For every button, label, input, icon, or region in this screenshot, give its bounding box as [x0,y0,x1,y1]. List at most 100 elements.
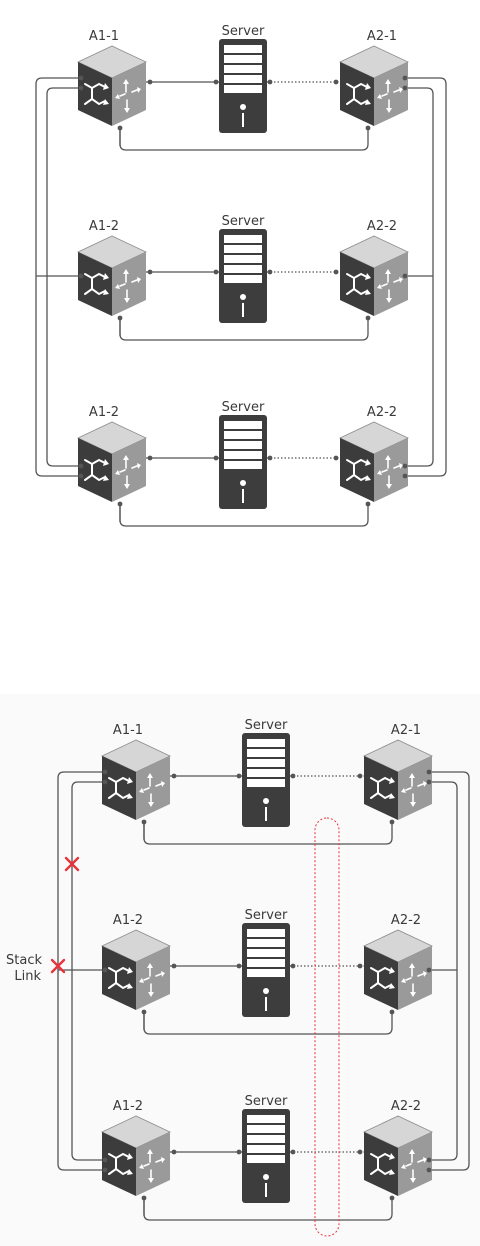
crossed-arrows-icon [346,82,371,106]
stack-link-left-outer [57,771,102,1171]
crossed-arrows-icon [108,776,133,800]
peer-link [119,126,369,151]
peer-link [143,1010,393,1035]
port-dot [402,273,408,279]
routing-arrows-icon [401,1149,427,1183]
port-dot [333,79,339,85]
server-power-led [263,1174,269,1180]
routing-arrows-icon [115,455,141,489]
switch-side-face [374,438,408,502]
server-slot [265,997,267,1011]
server-label: Server [245,1094,288,1109]
switch-icon [101,929,171,1010]
switch-side-face [112,438,146,502]
port-dot [102,1157,108,1163]
server-icon [219,229,267,323]
routing-arrows-icon [401,773,427,807]
port-dot [357,1149,363,1155]
port-dot [78,473,84,479]
port-dot [213,269,219,275]
server-drive-bay [224,245,262,253]
switch-icon [363,929,433,1010]
stack-link-label: Link [14,969,41,984]
switch-label: A1-2 [89,405,119,420]
port-dot [78,463,84,469]
switch-icon [101,1115,171,1196]
switch-icon [101,739,171,820]
stack-link-right-outer [432,771,470,1171]
stack-link-left-inner [46,87,78,467]
port-dot [117,315,123,321]
switch-side-face [112,62,146,126]
switch-label: A2-1 [367,29,397,44]
switch-front-face [102,946,136,1010]
switch-front-face [364,756,398,820]
server-drive-bay [247,769,285,777]
server-drive-bay [247,939,285,947]
switch-icon [339,45,409,126]
port-dot [236,1149,242,1155]
server-label: Server [222,400,265,415]
peer-link [143,820,393,845]
server-slot [242,303,244,317]
routing-arrows-icon [377,269,403,303]
switch-front-face [340,252,374,316]
switch-front-face [340,62,374,126]
switch-side-face [112,252,146,316]
port-dot [365,315,371,321]
port-dot [141,1195,147,1201]
switch-front-face [340,438,374,502]
server-icon [242,923,290,1017]
switch-front-face [102,1132,136,1196]
switch-side-face [398,1132,432,1196]
port-dot [117,125,123,131]
switch-label: A2-2 [391,1099,421,1114]
port-dot [236,963,242,969]
port-dot [78,75,84,81]
server-label: Server [222,214,265,229]
switch-front-face [78,252,112,316]
port-dot [290,1149,296,1155]
server-drive-bay [224,55,262,63]
stack-link-left-outer [35,77,78,477]
stack-link-right-outer [408,77,447,477]
switch-icon [339,421,409,502]
port-dot [213,79,219,85]
switch-icon [363,1115,433,1196]
port-dot [141,1009,147,1015]
server-drive-bay [247,959,285,967]
port-dot [267,269,273,275]
port-dot [333,269,339,275]
routing-arrows-icon [139,1149,165,1183]
server-power-led [240,104,246,110]
server-label: Server [222,24,265,39]
server-power-led [263,988,269,994]
port-dot [267,455,273,461]
server-icon [242,733,290,827]
routing-arrows-icon [377,79,403,113]
routing-arrows-icon [139,963,165,997]
port-dot [402,473,408,479]
crossed-arrows-icon [370,776,395,800]
stack-link-label: Stack [6,953,42,968]
switch-icon [77,421,147,502]
crossed-arrows-icon [108,1152,133,1176]
port-dot [365,125,371,131]
server-drive-bay [247,1155,285,1163]
port-dot [426,967,432,973]
server-drive-bay [224,451,262,459]
port-dot [78,85,84,91]
switch-label: A2-2 [391,913,421,928]
port-dot [102,769,108,775]
server-drive-bay [224,421,262,429]
server-label: Server [245,718,288,733]
stack-link-right-inner [432,781,458,1161]
port-dot [426,1167,432,1173]
server-slot [265,1183,267,1197]
switch-icon [363,739,433,820]
switch-front-face [78,62,112,126]
switch-side-face [398,946,432,1010]
port-dot [171,1149,177,1155]
